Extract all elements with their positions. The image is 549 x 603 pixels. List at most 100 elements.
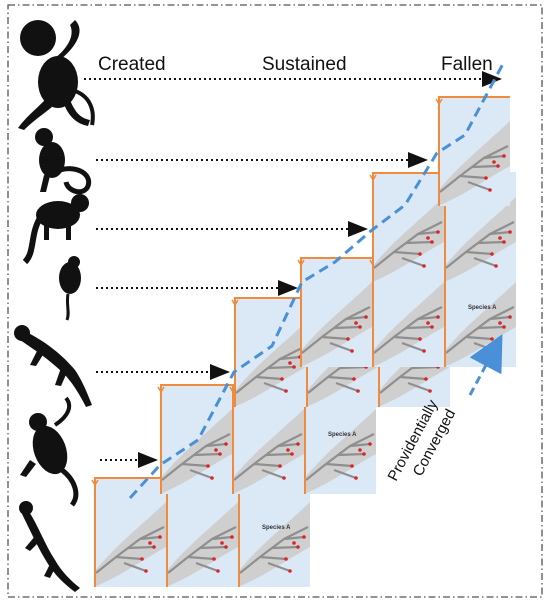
species-dot xyxy=(288,569,292,573)
panel-ribbon xyxy=(444,197,516,282)
species-dot xyxy=(490,252,494,256)
tree-panel: Species A xyxy=(235,477,310,587)
phylo-tree xyxy=(239,526,309,574)
header-created: Created xyxy=(98,54,166,75)
species-dot xyxy=(278,464,282,468)
species-dot xyxy=(496,164,500,168)
gecko-icon xyxy=(20,396,79,507)
species-dot xyxy=(428,389,432,393)
species-dot xyxy=(224,442,228,446)
species-dot xyxy=(502,154,506,158)
species-dot xyxy=(364,315,368,319)
species-dot xyxy=(346,337,350,341)
header-sustained: Sustained xyxy=(262,54,347,75)
tree-panel xyxy=(231,297,306,407)
species-dot xyxy=(218,452,222,456)
species-dot xyxy=(288,361,292,365)
species-dot xyxy=(140,557,144,561)
phylo-tree xyxy=(161,433,231,481)
phylo-tree xyxy=(439,145,509,193)
convergence-dashed-line xyxy=(128,59,507,500)
tree-panel xyxy=(369,172,444,282)
species-dot xyxy=(284,557,288,561)
phylo-tree xyxy=(373,306,443,354)
panel-ribbon xyxy=(234,322,306,407)
species-dot xyxy=(352,377,356,381)
panel-ribbon xyxy=(232,409,304,494)
species-a-label: Species A xyxy=(468,305,497,311)
panel-ribbon xyxy=(166,502,238,587)
species-dot xyxy=(148,541,152,545)
phylo-tree xyxy=(445,221,515,269)
phylo-tree xyxy=(167,526,237,574)
panel-caret xyxy=(91,479,99,487)
lizard-icon xyxy=(19,501,80,592)
species-dot xyxy=(426,321,430,325)
species-a-label: Species A xyxy=(328,432,357,438)
species-dot xyxy=(214,448,218,452)
species-dot xyxy=(280,377,284,381)
species-dot xyxy=(206,464,210,468)
species-dot xyxy=(350,349,354,353)
tree-panel xyxy=(157,384,232,494)
species-dot xyxy=(426,236,430,240)
tree-panel xyxy=(91,477,166,587)
species-dot xyxy=(144,569,148,573)
salamander-icon xyxy=(14,325,92,407)
species-dot xyxy=(484,176,488,180)
panel-ribbon xyxy=(372,282,444,367)
species-dot xyxy=(502,240,506,244)
species-dot xyxy=(158,535,162,539)
panel-caret xyxy=(231,299,239,307)
panel-caret xyxy=(297,259,305,267)
species-dot xyxy=(492,160,496,164)
panel-caret xyxy=(435,98,443,106)
species-dot xyxy=(292,541,296,545)
species-dot xyxy=(362,452,366,456)
phylo-tree xyxy=(233,433,303,481)
phylo-tree xyxy=(373,221,443,269)
species-dot xyxy=(498,321,502,325)
species-dot xyxy=(424,377,428,381)
species-dot xyxy=(430,325,434,329)
species-a-label: Species A xyxy=(262,525,291,531)
species-dot xyxy=(354,321,358,325)
species-dot xyxy=(212,557,216,561)
tree-panel xyxy=(163,477,238,587)
species-dot xyxy=(230,535,234,539)
panel-ribbon xyxy=(300,282,372,367)
panel-ribbon xyxy=(94,502,166,587)
species-dot xyxy=(358,325,362,329)
rodent-icon xyxy=(59,256,81,321)
panel-caret xyxy=(369,174,377,182)
species-dot xyxy=(284,389,288,393)
species-dot xyxy=(210,476,214,480)
panel-ribbon xyxy=(438,121,510,206)
small-mammal-icon xyxy=(22,194,89,265)
panel-caret xyxy=(157,386,165,394)
providentially-converged-label: Providentially Converged xyxy=(385,397,460,484)
phylo-tree xyxy=(301,306,371,354)
species-dot xyxy=(296,442,300,446)
species-dot xyxy=(286,448,290,452)
species-dot xyxy=(490,337,494,341)
panel-ribbon xyxy=(238,502,310,587)
species-dot xyxy=(418,337,422,341)
tree-panel xyxy=(435,96,510,206)
phylo-tree xyxy=(305,433,375,481)
diagram-frame xyxy=(7,4,543,598)
converged-arrow xyxy=(468,334,503,396)
species-dot xyxy=(358,448,362,452)
panel-ribbon xyxy=(444,282,516,367)
lemur-icon xyxy=(35,128,92,195)
species-dot xyxy=(354,476,358,480)
species-dot xyxy=(488,188,492,192)
species-dot xyxy=(290,452,294,456)
species-dot xyxy=(216,569,220,573)
species-dot xyxy=(152,545,156,549)
species-dot xyxy=(302,535,306,539)
timeline-arrows xyxy=(84,71,502,468)
phylo-tree xyxy=(95,526,165,574)
